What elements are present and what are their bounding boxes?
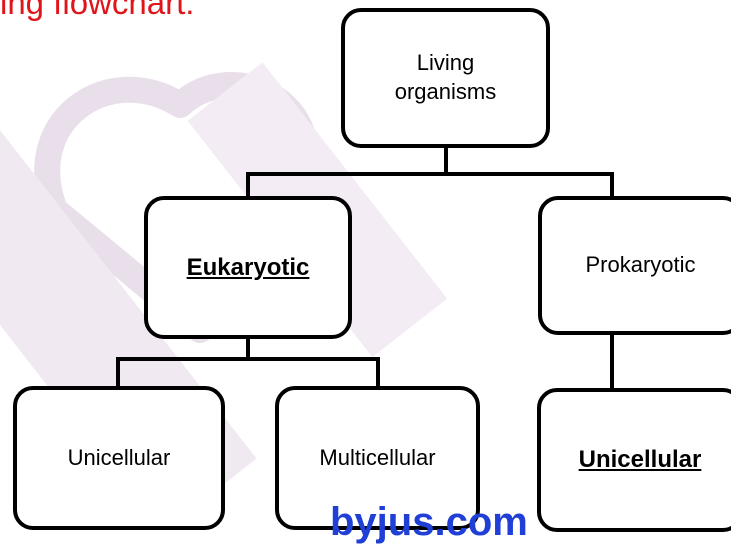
node-prokaryotic: Prokaryotic [538,196,731,335]
footer-brand-text: byjus.com [330,500,528,544]
node-multicellular-label: Multicellular [319,444,436,470]
node-eukaryotic-label: Eukaryotic [186,253,310,281]
node-unicellular-right-label: Unicellular [578,446,702,474]
node-unicellular-left-label: Unicellular [67,444,171,470]
node-eukaryotic: Eukaryotic [144,196,352,339]
node-prokaryotic-label: Prokaryotic [585,252,696,278]
header-text: ing flowchart: [0,0,195,21]
node-living-organisms-label: Living organisms [394,50,497,104]
node-unicellular-right: Unicellular [537,388,731,532]
node-unicellular-left: Unicellular [13,386,225,530]
connector-lines [116,144,614,392]
node-living-organisms: Living organisms [341,8,550,148]
